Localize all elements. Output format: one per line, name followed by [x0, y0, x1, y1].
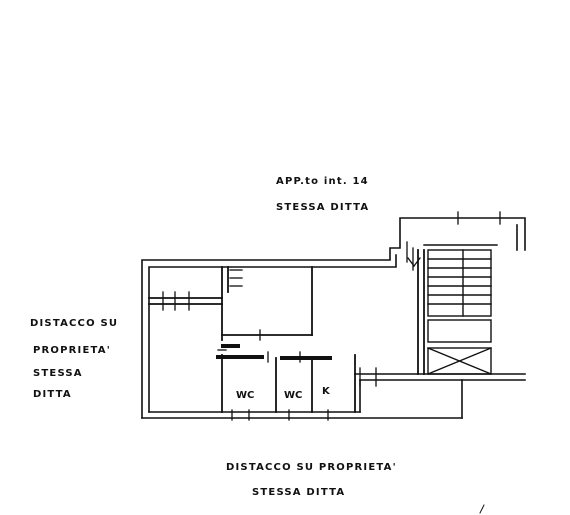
left-boundary-label-3: STESSA [33, 368, 83, 379]
outer-walls [141, 217, 526, 419]
door-marks [162, 211, 501, 421]
arrow-marker [407, 257, 421, 267]
lift-shaft [427, 347, 492, 375]
staircase [423, 244, 498, 343]
left-boundary-label-4: DITTA [33, 389, 72, 400]
left-boundary-label-1: DISTACCO SU [30, 318, 119, 329]
interior-walls [148, 249, 425, 413]
neighbor-owner-label: STESSA DITTA [276, 202, 370, 213]
room-label-wc-1: WC [236, 390, 254, 401]
bottom-boundary-label-1: DISTACCO SU PROPRIETA' [226, 462, 397, 473]
room-label-k: K [322, 386, 331, 397]
bottom-boundary-label-2: STESSA DITTA [252, 487, 346, 498]
left-boundary-label-2: PROPRIETA' [33, 345, 111, 356]
room-label-wc-2: WC [284, 390, 302, 401]
neighbor-apartment-label: APP.to int. 14 [276, 176, 369, 187]
wc-partition [216, 344, 332, 360]
pen-mark [479, 504, 485, 514]
